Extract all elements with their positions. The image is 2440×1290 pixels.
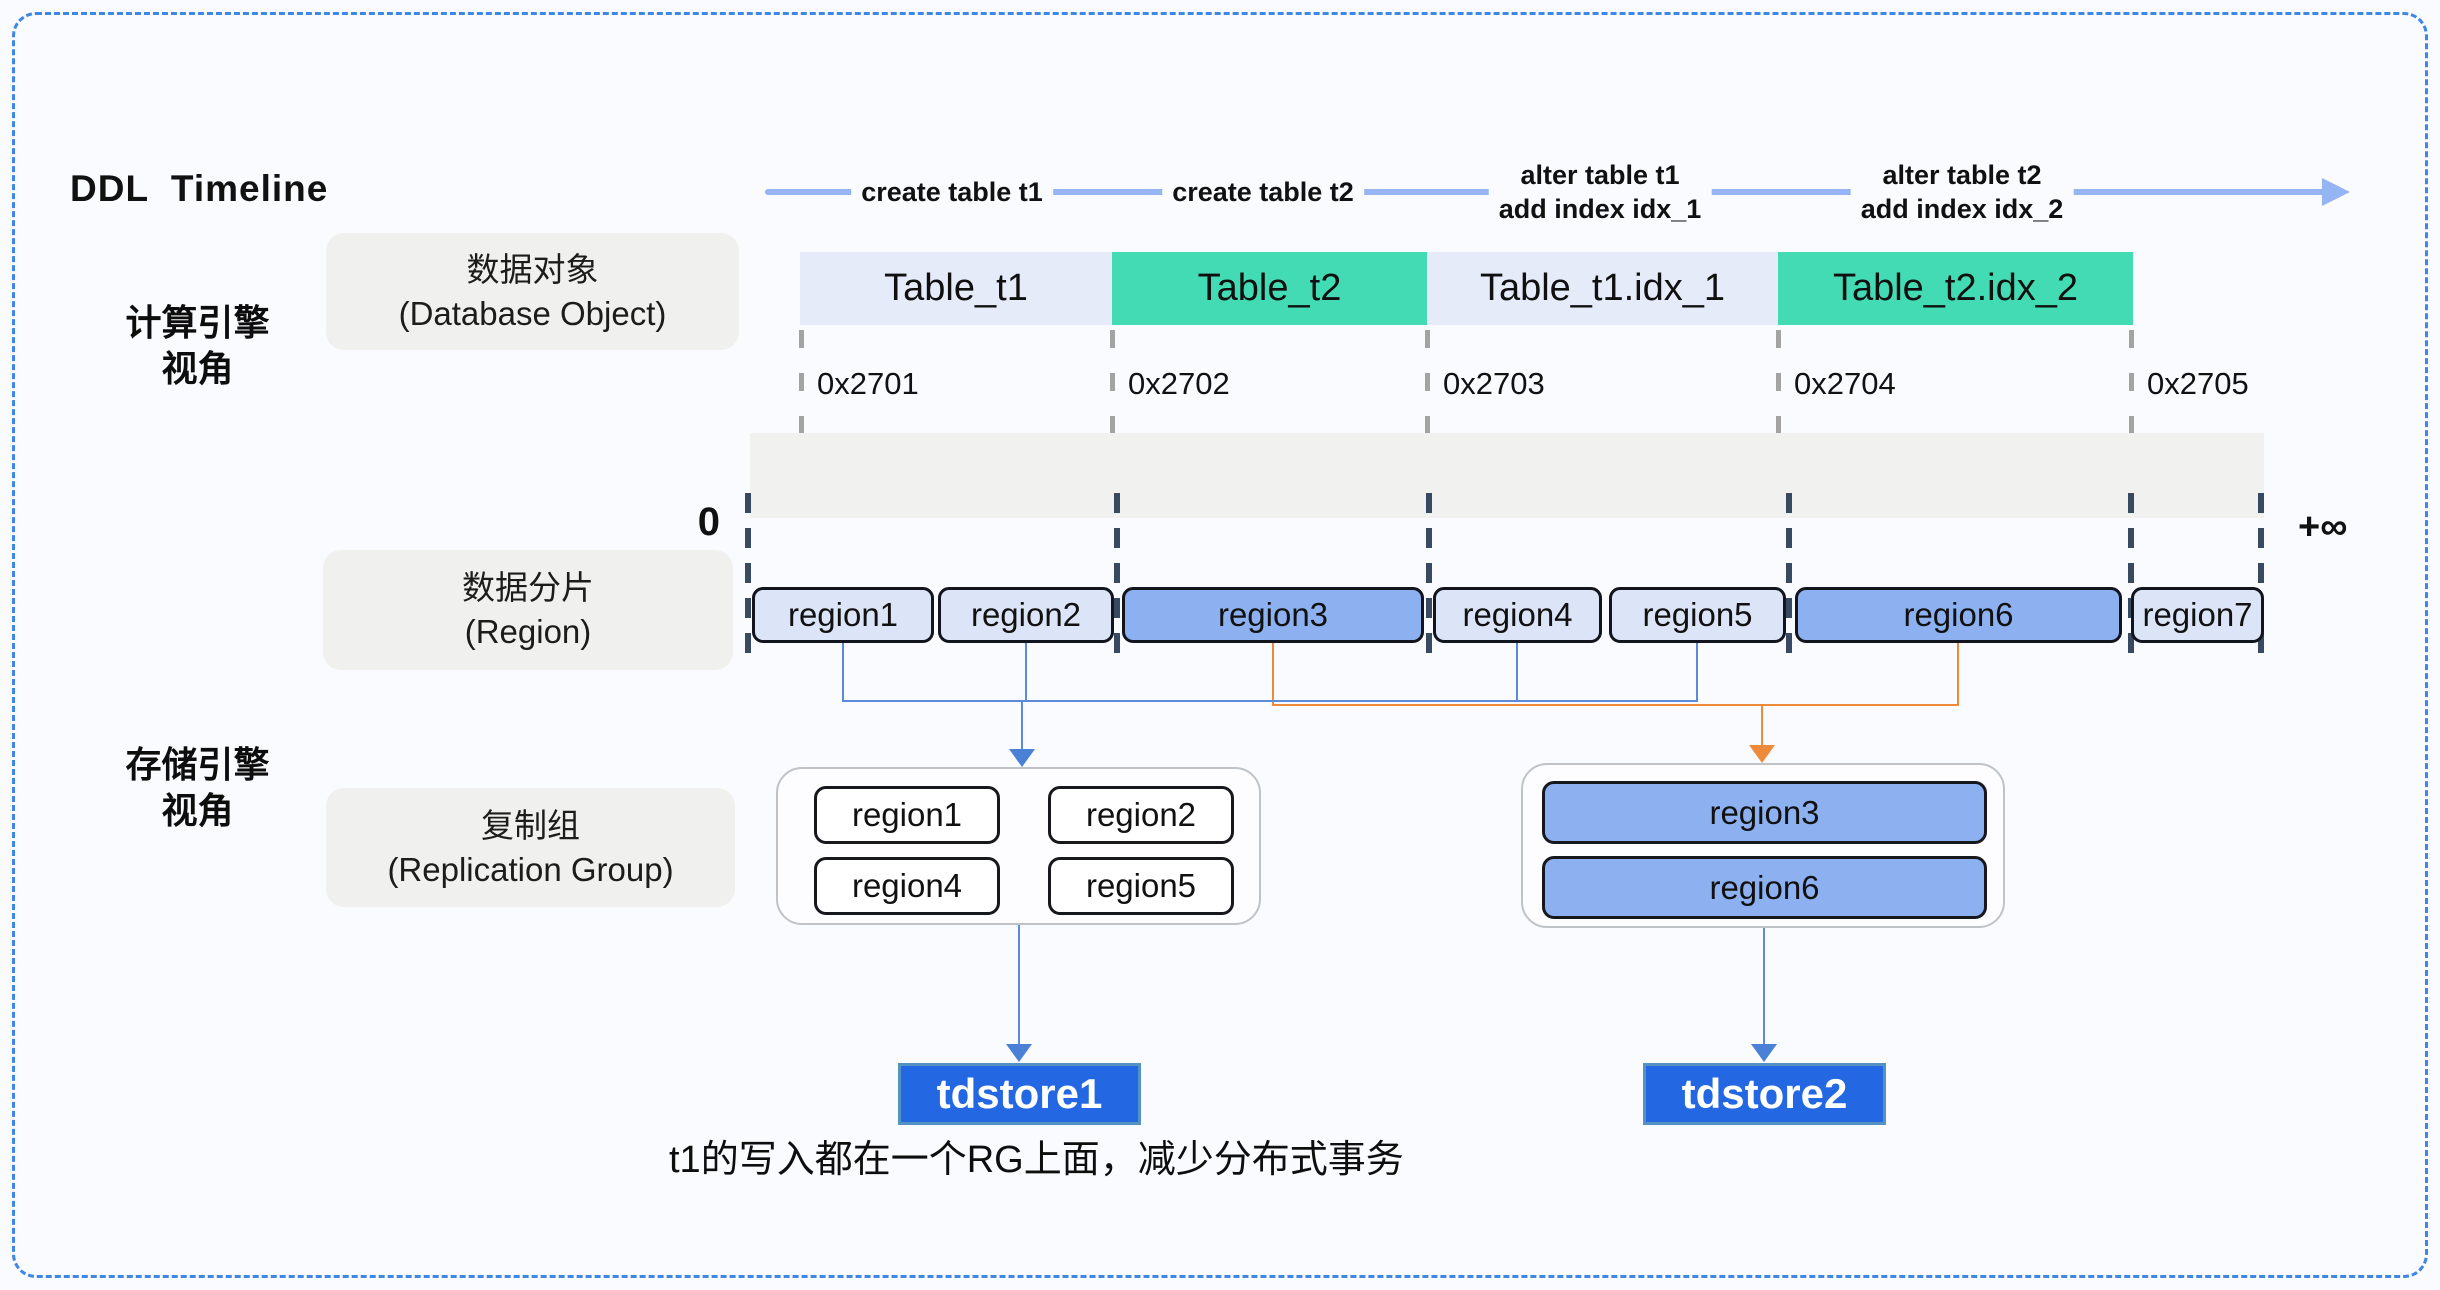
range-boundary-dashed-line	[745, 493, 751, 655]
key-marker-dashed-line	[1776, 330, 1781, 478]
connector-region4	[1516, 643, 1518, 701]
label-line2: (Region)	[464, 613, 592, 650]
key-marker-dashed-line	[2129, 330, 2134, 478]
label-line2: 视角	[161, 348, 234, 389]
event-label: create table t2	[1172, 177, 1354, 207]
rg2-region3: region3	[1542, 781, 1987, 844]
arrow-down-icon	[1009, 749, 1035, 767]
label-line2: 视角	[161, 790, 234, 831]
row-label-replication-group: 复制组 (Replication Group)	[326, 788, 735, 907]
connector-region1	[842, 643, 844, 701]
arrow-down-icon	[1751, 1044, 1777, 1062]
region-box-region6: region6	[1795, 587, 2122, 643]
replication-group-1: region1 region2 region4 region5	[776, 767, 1261, 925]
region-box-region1: region1	[752, 587, 934, 643]
keyspace-infinity-label: +∞	[2298, 506, 2348, 548]
connector-region3	[1272, 643, 1274, 705]
key-marker-dashed-line	[1110, 330, 1115, 478]
connector-region6	[1957, 643, 1959, 705]
rg1-region4: region4	[814, 857, 1000, 915]
label-line1: 数据对象	[466, 250, 599, 288]
rg1-region5: region5	[1048, 857, 1234, 915]
rg1-region2: region2	[1048, 786, 1234, 844]
store-tdstore2: tdstore2	[1643, 1063, 1886, 1125]
page-title: DDL Timeline	[70, 168, 329, 209]
rg2-region6: region6	[1542, 856, 1987, 919]
event-label-line1: alter table t1	[1520, 160, 1680, 190]
region-box-region3: region3	[1122, 587, 1424, 643]
range-boundary-dashed-line	[1426, 493, 1432, 655]
region-box-region2: region2	[938, 587, 1114, 643]
timeline-event-create-t1: create table t1	[851, 175, 1053, 209]
event-label-line2: add index idx_1	[1498, 194, 1702, 224]
arrow-down-icon	[1749, 745, 1775, 763]
connector-rg2-store	[1763, 928, 1765, 1046]
rg1-region1: region1	[814, 786, 1000, 844]
region-box-region7: region7	[2131, 587, 2264, 643]
label-line2: (Database Object)	[398, 294, 667, 332]
timeline-arrow-right-icon	[2322, 178, 2350, 206]
keyspace-band	[750, 433, 2264, 518]
range-boundary-dashed-line	[2128, 493, 2134, 655]
range-boundary-dashed-line	[2258, 493, 2264, 655]
object-segment-table-t1-idx1: Table_t1.idx_1	[1427, 252, 1778, 325]
object-segment-table-t2-idx2: Table_t2.idx_2	[1778, 252, 2133, 325]
connector-rg1-store	[1018, 925, 1020, 1046]
key-label: 0x2703	[1443, 366, 1545, 401]
compute-engine-perspective-label: 计算引擎 视角	[100, 300, 295, 392]
caption-note: t1的写入都在一个RG上面，减少分布式事务	[669, 1139, 1404, 1181]
outer-dashed-frame	[12, 12, 2428, 1278]
event-label-line1: alter table t2	[1882, 160, 2042, 190]
timeline-event-create-t2: create table t2	[1162, 175, 1364, 209]
key-label: 0x2705	[2147, 366, 2249, 401]
timeline-event-alter-t1: alter table t1 add index idx_1	[1488, 158, 1712, 226]
connector-blue-bus	[842, 700, 1698, 702]
object-segment-table-t2: Table_t2	[1112, 252, 1427, 325]
connector-orange-bus	[1272, 704, 1959, 706]
event-label-line2: add index idx_2	[1860, 194, 2064, 224]
range-boundary-dashed-line	[1114, 493, 1120, 655]
label-line1: 计算引擎	[125, 302, 270, 343]
region-box-region5: region5	[1609, 587, 1786, 643]
object-segment-table-t1: Table_t1	[800, 252, 1112, 325]
event-label: create table t1	[861, 177, 1043, 207]
key-marker-dashed-line	[1425, 330, 1430, 478]
label-line1: 数据分片	[462, 569, 594, 606]
store-tdstore1: tdstore1	[898, 1063, 1141, 1125]
connector-drop-rg2	[1761, 704, 1763, 746]
label-line1: 存储引擎	[125, 744, 270, 785]
row-label-region: 数据分片 (Region)	[323, 550, 733, 670]
region-box-region4: region4	[1433, 587, 1602, 643]
row-label-database-object: 数据对象 (Database Object)	[326, 233, 739, 350]
key-marker-dashed-line	[799, 330, 804, 478]
connector-region2	[1025, 643, 1027, 701]
range-boundary-dashed-line	[1786, 493, 1792, 655]
label-line2: (Replication Group)	[387, 850, 674, 888]
key-label: 0x2704	[1794, 366, 1896, 401]
replication-group-2: region3 region6	[1521, 763, 2005, 928]
storage-engine-perspective-label: 存储引擎 视角	[100, 742, 295, 834]
key-label: 0x2702	[1128, 366, 1230, 401]
connector-drop-rg1	[1021, 700, 1023, 750]
key-label: 0x2701	[817, 366, 919, 401]
label-line1: 复制组	[481, 806, 580, 844]
arrow-down-icon	[1006, 1044, 1032, 1062]
timeline-event-alter-t2: alter table t2 add index idx_2	[1850, 158, 2074, 226]
keyspace-origin-label: 0	[697, 500, 720, 544]
connector-region5	[1696, 643, 1698, 701]
